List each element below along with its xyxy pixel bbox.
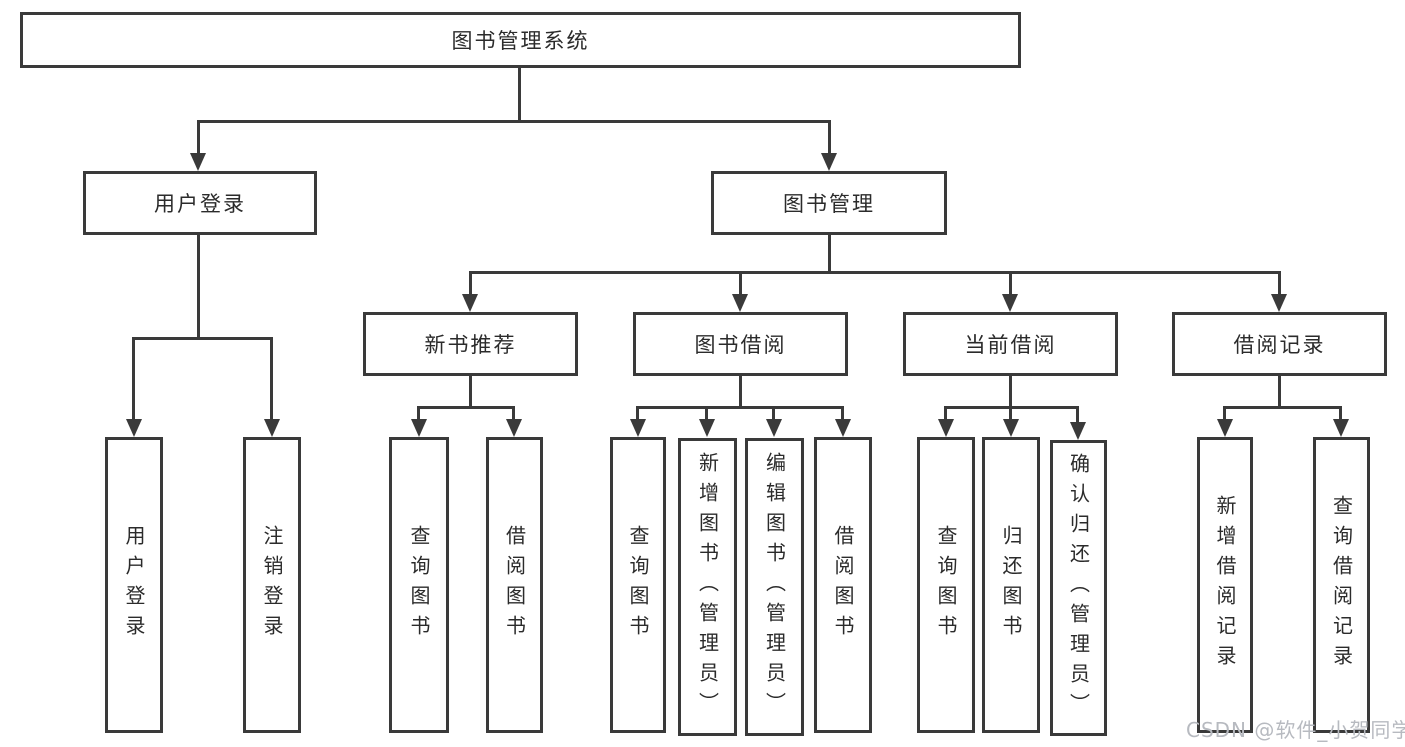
arrowhead-down-icon (1217, 419, 1233, 437)
arrowhead-down-icon (1002, 294, 1018, 312)
arrowhead-down-icon (462, 294, 478, 312)
arrowhead-down-icon (835, 419, 851, 437)
arrowhead-down-icon (411, 419, 427, 437)
connector (469, 374, 472, 408)
connector (1223, 406, 1226, 422)
connector (1009, 374, 1012, 408)
node-book-management: 图书管理 (711, 171, 947, 235)
node-new-book-recommend-label: 新书推荐 (424, 333, 517, 357)
leaf-current-return: 归还图书 (982, 437, 1040, 733)
leaf-current-confirm-admin: 确认归还（管理员） (1050, 440, 1107, 736)
arrowhead-down-icon (1003, 419, 1019, 437)
leaf-newbooks-borrow-label: 借阅图书 (502, 525, 527, 645)
node-borrow-records: 借阅记录 (1172, 312, 1387, 376)
node-book-borrow: 图书借阅 (633, 312, 848, 376)
connector (1223, 406, 1342, 409)
leaf-current-query-label: 查询图书 (934, 525, 958, 645)
connector (469, 271, 1281, 274)
leaf-borrow-book-label: 借阅图书 (831, 525, 855, 645)
leaf-current-return-label: 归还图书 (999, 525, 1023, 645)
arrowhead-down-icon (1271, 294, 1287, 312)
arrowhead-down-icon (190, 153, 206, 171)
node-user-login-label: 用户登录 (154, 192, 246, 216)
leaf-borrow-query: 查询图书 (610, 437, 666, 733)
connector (197, 120, 831, 123)
leaf-current-confirm-admin-label: 确认归还（管理员） (1066, 453, 1091, 723)
arrowhead-down-icon (264, 419, 280, 437)
connector (828, 234, 831, 274)
connector (1339, 406, 1342, 422)
connector (828, 120, 831, 158)
connector (1009, 406, 1012, 422)
connector (197, 120, 200, 158)
node-new-book-recommend: 新书推荐 (363, 312, 578, 376)
csdn-watermark: CSDN @软件_小贺同学 (1186, 718, 1405, 742)
leaf-borrow-edit-admin: 编辑图书（管理员） (745, 438, 804, 736)
connector (270, 337, 273, 423)
connector (518, 66, 521, 122)
connector (512, 406, 515, 422)
arrowhead-down-icon (630, 419, 646, 437)
arrowhead-down-icon (732, 294, 748, 312)
arrowhead-down-icon (821, 153, 837, 171)
connector (1278, 271, 1281, 298)
connector (705, 406, 708, 422)
leaf-records-query: 查询借阅记录 (1313, 437, 1370, 733)
connector (944, 406, 947, 422)
leaf-logout: 注销登录 (243, 437, 301, 733)
connector (1278, 374, 1281, 408)
leaf-user-login-label: 用户登录 (122, 525, 146, 645)
arrowhead-down-icon (1333, 419, 1349, 437)
leaf-newbooks-borrow: 借阅图书 (486, 437, 543, 733)
leaf-newbooks-query-label: 查询图书 (407, 525, 431, 645)
connector (1076, 406, 1079, 422)
node-root-label: 图书管理系统 (451, 29, 590, 53)
leaf-newbooks-query: 查询图书 (389, 437, 449, 733)
node-book-borrow-label: 图书借阅 (694, 333, 787, 357)
leaf-records-query-label: 查询借阅记录 (1329, 495, 1354, 675)
connector (1009, 271, 1012, 298)
node-current-borrow: 当前借阅 (903, 312, 1118, 376)
node-root: 图书管理系统 (20, 12, 1021, 68)
node-current-borrow-label: 当前借阅 (964, 333, 1057, 357)
connector (469, 271, 472, 298)
leaf-current-query: 查询图书 (917, 437, 975, 733)
leaf-user-login: 用户登录 (105, 437, 163, 733)
connector (772, 406, 775, 422)
node-user-login: 用户登录 (83, 171, 317, 235)
leaf-records-add-label: 新增借阅记录 (1213, 495, 1237, 675)
arrowhead-down-icon (699, 419, 715, 437)
node-borrow-records-label: 借阅记录 (1233, 333, 1326, 357)
arrowhead-down-icon (506, 419, 522, 437)
connector (636, 406, 844, 409)
connector (739, 374, 742, 408)
arrowhead-down-icon (938, 419, 954, 437)
leaf-borrow-add-admin: 新增图书（管理员） (678, 438, 737, 736)
leaf-borrow-query-label: 查询图书 (626, 525, 650, 645)
leaf-borrow-add-admin-label: 新增图书（管理员） (695, 452, 720, 722)
leaf-borrow-book: 借阅图书 (814, 437, 872, 733)
connector (739, 271, 742, 298)
connector (841, 406, 844, 422)
connector (132, 337, 273, 340)
connector (417, 406, 420, 422)
leaf-records-add: 新增借阅记录 (1197, 437, 1253, 733)
arrowhead-down-icon (766, 419, 782, 437)
leaf-logout-label: 注销登录 (260, 525, 284, 645)
connector (197, 234, 200, 340)
node-book-management-label: 图书管理 (783, 192, 875, 216)
connector (132, 337, 135, 423)
leaf-borrow-edit-admin-label: 编辑图书（管理员） (762, 452, 787, 722)
connector (417, 406, 515, 409)
arrowhead-down-icon (1070, 422, 1086, 440)
connector (636, 406, 639, 422)
arrowhead-down-icon (126, 419, 142, 437)
